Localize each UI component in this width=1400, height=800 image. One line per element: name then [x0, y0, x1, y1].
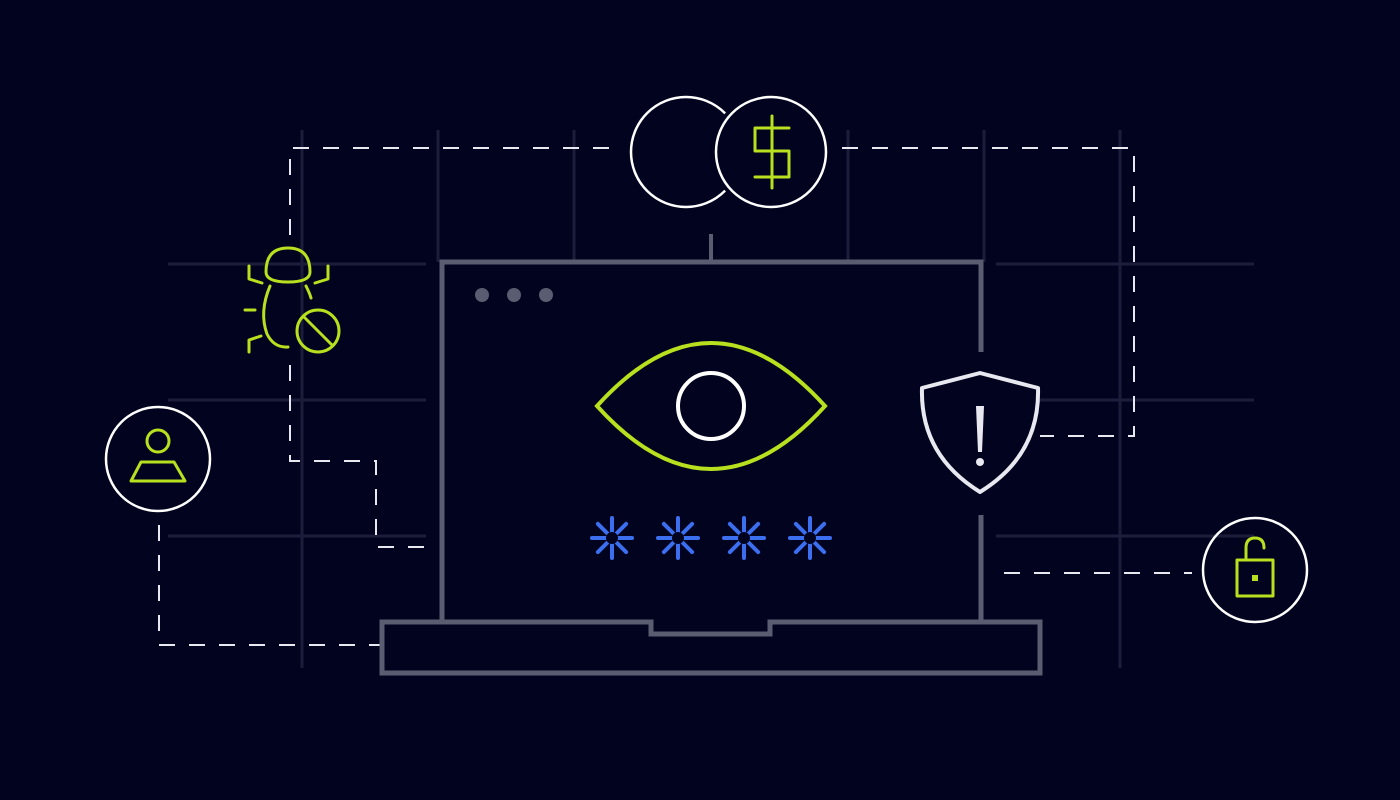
dollar-coin-icon [629, 92, 831, 262]
eye-icon [594, 341, 828, 471]
asterisk-icon [788, 516, 832, 560]
asterisk-icon [590, 516, 634, 560]
background-grid [168, 130, 1254, 668]
window-dot [475, 288, 489, 302]
laptop-base [379, 619, 1043, 676]
asterisk-icon [722, 516, 766, 560]
shield-warning-icon [919, 371, 1041, 494]
dashed-connectors [158, 147, 1192, 646]
window-dot [539, 288, 553, 302]
asterisk-icon [656, 516, 700, 560]
password-mask [590, 516, 832, 560]
connector-bug-laptop [289, 365, 432, 548]
user-icon [104, 405, 212, 513]
unlocked-padlock-icon [1201, 516, 1309, 624]
connector-user-laptop [158, 525, 380, 646]
window-dot [507, 288, 521, 302]
laptop [379, 259, 1043, 676]
connector-bug-top [289, 147, 620, 235]
bug-blocked-icon [243, 246, 341, 354]
connector-top-right [842, 147, 1135, 437]
laptop-screen-frame [439, 259, 984, 622]
